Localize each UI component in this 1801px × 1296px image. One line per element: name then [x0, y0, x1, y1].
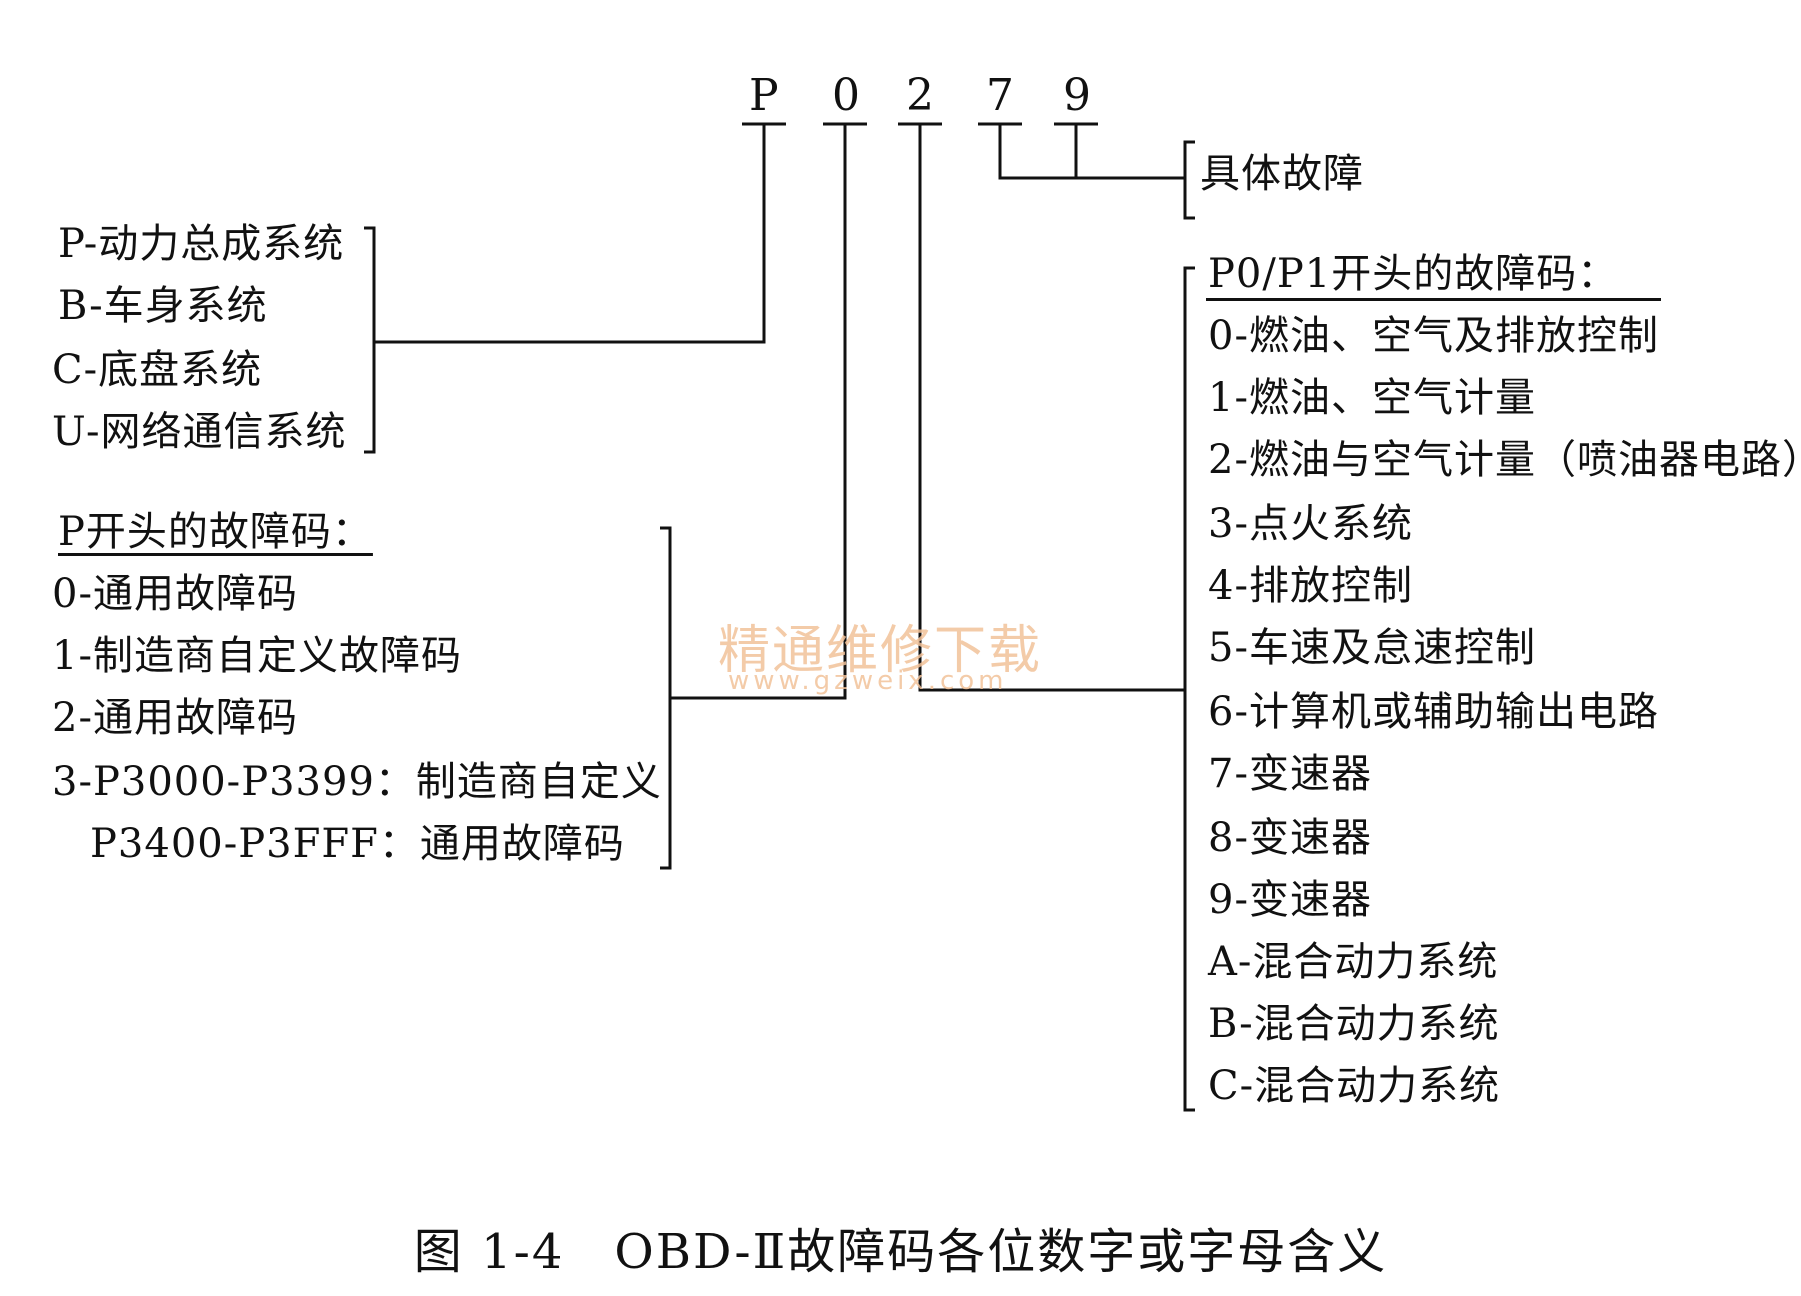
line-7 — [998, 124, 1185, 180]
bracket-p0p1-codes — [1183, 266, 1195, 1112]
watermark-text: 精通维修下载 — [718, 621, 1043, 681]
p0p1-code-item: C-混合动力系统 — [1208, 1063, 1501, 1109]
p0p1-code-item: 1-燃油、空气计量 — [1208, 375, 1536, 421]
p0p1-code-item: 5-车速及怠速控制 — [1208, 625, 1536, 671]
line-2 — [918, 124, 1185, 692]
p0p1-code-item: 6-计算机或辅助输出电路 — [1208, 689, 1659, 735]
system-item: P-动力总成系统 — [58, 221, 345, 267]
p0p1-header-rule — [1206, 298, 1661, 301]
specific-fault-label: 具体故障 — [1200, 151, 1364, 197]
p0p1-codes-header: P0/P1开头的故障码： — [1208, 251, 1619, 297]
p0p1-code-item: 0-燃油、空气及排放控制 — [1208, 313, 1659, 359]
code-char-p: P — [749, 70, 779, 121]
p0p1-code-item: 9-变速器 — [1208, 877, 1372, 923]
system-item: B-车身系统 — [58, 283, 268, 329]
p-code-item: 2-通用故障码 — [52, 695, 298, 741]
p-code-item: 3-P3000-P3399：制造商自定义 — [52, 759, 662, 805]
p0p1-code-item: 4-排放控制 — [1208, 563, 1413, 609]
system-item: U-网络通信系统 — [52, 409, 347, 455]
code-char-2: 2 — [906, 70, 934, 121]
p-codes-header: P开头的故障码： — [58, 509, 373, 555]
watermark-url: www.gzweix.com — [728, 666, 1008, 696]
bracket-systems — [364, 226, 376, 454]
code-char-7: 7 — [986, 70, 1014, 121]
p0p1-code-item: B-混合动力系统 — [1208, 1001, 1500, 1047]
p-code-item: P3400-P3FFF：通用故障码 — [90, 821, 625, 867]
p0p1-code-item: 2-燃油与空气计量（喷油器电路） — [1208, 437, 1801, 483]
line-p — [374, 124, 766, 344]
p-code-item: 1-制造商自定义故障码 — [52, 633, 462, 679]
bracket-p-codes — [660, 526, 672, 870]
p0p1-code-item: 3-点火系统 — [1208, 501, 1413, 547]
p0p1-code-item: 7-变速器 — [1208, 751, 1372, 797]
code-char-9: 9 — [1063, 70, 1091, 121]
figure-caption: 图 1-4 OBD-Ⅱ故障码各位数字或字母含义 — [413, 1224, 1388, 1280]
p0p1-code-item: 8-变速器 — [1208, 815, 1372, 861]
code-char-0: 0 — [832, 70, 860, 121]
bracket-specific-fault — [1183, 140, 1195, 220]
p-code-item: 0-通用故障码 — [52, 571, 298, 617]
line-0 — [670, 124, 847, 700]
p0p1-code-item: A-混合动力系统 — [1208, 939, 1499, 985]
system-item: C-底盘系统 — [52, 347, 263, 393]
